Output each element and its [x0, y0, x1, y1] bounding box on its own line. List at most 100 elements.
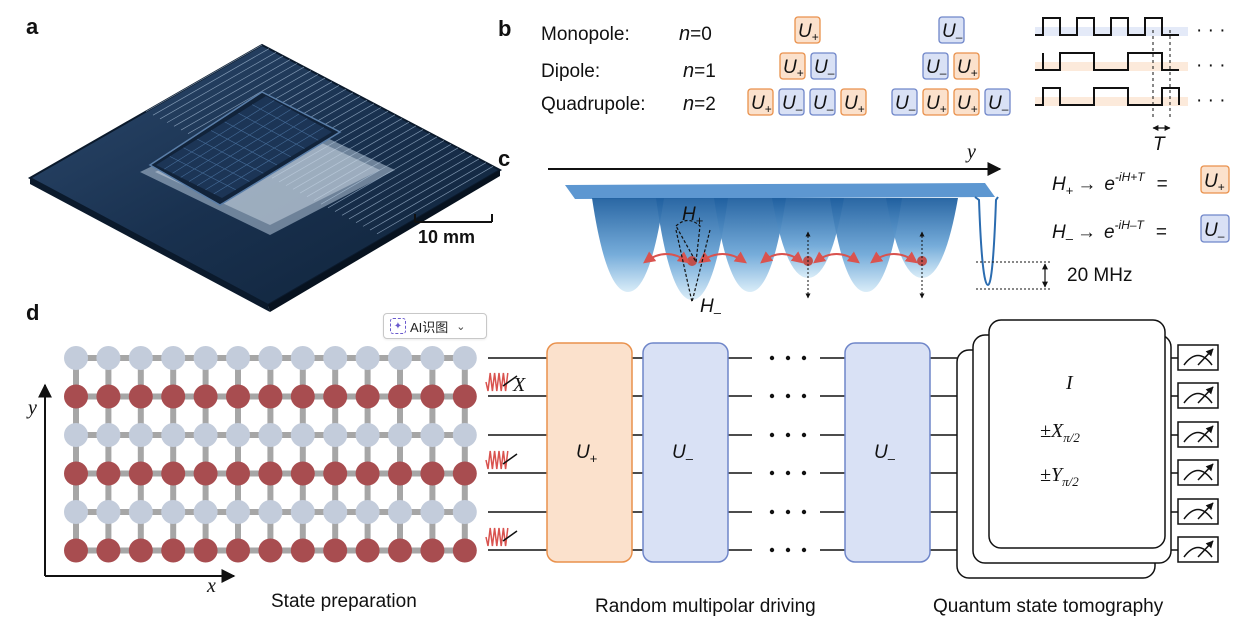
qubit [128, 346, 153, 370]
coupler-h [238, 393, 271, 400]
coupler-h [432, 432, 465, 438]
qubit [258, 538, 283, 563]
coupler-h [76, 547, 109, 554]
seq-row1-right-gate-1-box [953, 52, 980, 80]
ai-recognize-button[interactable]: ✦ AI识图 ⌄ [383, 313, 487, 339]
seq-row2-right-gate-1: U+ [922, 88, 949, 116]
coupler-v [170, 473, 177, 512]
gate-ellipsis [769, 355, 807, 553]
seq-row2-left-gate-3-box [840, 88, 867, 116]
coupler-h [270, 355, 303, 361]
x-gate-label: X [512, 374, 526, 396]
sparkle-icon: ✦ [390, 318, 406, 334]
qubit [161, 538, 186, 563]
qubit [161, 346, 186, 370]
qubit [64, 384, 88, 409]
seq-row2-left-gate-3: U+ [840, 88, 867, 116]
qubit [420, 538, 445, 563]
potential-well-1 [656, 198, 728, 300]
c-gate-u-plus-box [1200, 165, 1230, 194]
row-order-quadrupole: n=2 [683, 93, 716, 115]
coupler-h [238, 509, 271, 515]
ellipsis-dot-1-1 [785, 393, 791, 399]
x-pulse-tick-2 [502, 530, 518, 542]
qubit [258, 461, 283, 486]
c-gate-u-plus-text: U+ [1204, 171, 1225, 194]
coupler-v [267, 473, 274, 512]
qubit [226, 384, 250, 409]
panel-label-b: b [498, 16, 511, 41]
coupler-h [173, 432, 206, 438]
qubit [96, 461, 121, 486]
row-order-dipole: n=1 [683, 60, 716, 82]
coupler-v [397, 358, 403, 397]
seq-row1-left-gate-0-box [779, 52, 806, 80]
coupler-h [140, 509, 174, 515]
qubit [161, 500, 186, 524]
coupler-h [367, 393, 400, 400]
caption-state-tomography: Quantum state tomography [933, 596, 1164, 617]
qubit [193, 461, 218, 486]
meter-arc-0 [1183, 354, 1213, 366]
hamiltonian-map-minus: H–→e-iH–T= [1052, 218, 1167, 246]
qubit [290, 384, 315, 409]
meter-needle-2 [1197, 425, 1214, 443]
caption-state-preparation: State preparation [271, 591, 417, 612]
hopping-arrow-2 [760, 251, 804, 264]
seq-row2-right-gate-3-box [984, 88, 1011, 116]
coupler-v [105, 473, 112, 512]
meter-icon-0 [1177, 344, 1219, 371]
coupler-h [432, 509, 465, 515]
ellipsis-dot-5-2 [801, 547, 807, 553]
seq-row2-left-gate-1-box [778, 88, 805, 116]
qubit [64, 538, 88, 563]
coupler-v [170, 358, 177, 397]
qubit [388, 346, 412, 370]
hopping-arrow-0 [643, 251, 690, 264]
u-minus-gate-1 [642, 342, 729, 563]
row-label-monopole: Monopole: [541, 24, 630, 45]
x-pulse-tick-0 [502, 375, 518, 387]
coupler-h [205, 355, 238, 361]
seq-row1-right-gate-0: U– [922, 52, 949, 80]
x-pulse-tick-1 [502, 453, 518, 465]
seq-row2-right-gate-3: U– [984, 88, 1011, 116]
x-pulse-0 [485, 372, 518, 392]
qubit [355, 500, 380, 524]
c-gate-u-minus: U– [1200, 214, 1230, 243]
seq-row2-right-gate-0-text: U– [895, 93, 916, 116]
meter-box-4 [1177, 498, 1219, 525]
coupler-h [270, 432, 303, 438]
coupler-h [400, 547, 433, 554]
meter-icon-4 [1177, 498, 1219, 525]
waveform-0 [1035, 17, 1179, 36]
waveform-dots-quadrupole: · · · [1196, 90, 1226, 111]
qubit [290, 423, 315, 447]
qubit-lattice [64, 346, 477, 563]
coupler-h [205, 470, 238, 477]
qubit [128, 500, 153, 524]
svg-text:H–→e-iH–T=: H–→e-iH–T= [1052, 218, 1167, 246]
coupler-h [173, 355, 206, 361]
waveform-2 [1035, 87, 1180, 106]
coupler-h [432, 393, 465, 400]
qubit [193, 384, 218, 409]
qubit [452, 423, 477, 447]
coupler-v [429, 435, 436, 474]
coupler-h [238, 432, 271, 438]
coupler-h [367, 355, 400, 361]
qubit [290, 346, 315, 370]
coupler-h [270, 470, 303, 477]
coupler-v [299, 473, 306, 512]
coupler-h [205, 547, 238, 554]
potential-landscape [565, 183, 1050, 303]
coupler-v [397, 512, 403, 551]
waveform-1-band [1035, 62, 1188, 71]
coupler-h [205, 393, 238, 400]
qubit [161, 423, 186, 447]
coupler-h [238, 355, 271, 361]
qubit [64, 500, 88, 524]
coupler-h [270, 509, 303, 515]
u-plus-gate-label: U+ [576, 442, 597, 466]
coupler-h [205, 432, 238, 438]
